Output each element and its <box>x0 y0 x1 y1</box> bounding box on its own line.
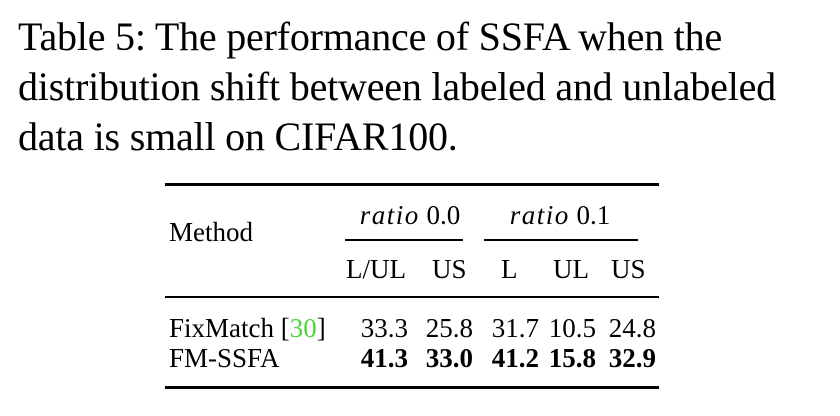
cell-value: 24.8 <box>608 313 656 343</box>
row-method-fixmatch: FixMatch [30] <box>169 313 326 343</box>
subheader-l: L <box>501 254 518 284</box>
cell-value-bold: 41.3 <box>360 343 408 373</box>
cell-value: 25.8 <box>425 313 473 343</box>
group-underline-0 <box>345 239 463 241</box>
table-bottom-rule <box>165 386 659 389</box>
cell-value: 31.7 <box>491 313 539 343</box>
cell-value-bold: 32.9 <box>608 343 656 373</box>
row-method-fm-ssfa: FM-SSFA <box>169 343 280 373</box>
group-header-ratio-0: ratio 0.0 <box>359 200 461 230</box>
table-mid-rule <box>165 296 659 298</box>
group-underline-1 <box>484 239 638 241</box>
table-top-rule <box>165 183 659 186</box>
table-caption: Table 5: The performance of SSFA when th… <box>18 14 776 159</box>
subheader-us: US <box>432 254 467 284</box>
subheader-ul: UL <box>553 254 589 284</box>
method-header: Method <box>169 217 253 247</box>
cell-value-bold: 41.2 <box>491 343 539 373</box>
subheader-us-2: US <box>611 254 646 284</box>
cell-value-bold: 15.8 <box>548 343 596 373</box>
cell-value: 10.5 <box>548 313 596 343</box>
subheader-l-ul: L/UL <box>346 254 406 284</box>
cell-value: 33.3 <box>360 313 408 343</box>
group-header-ratio-1: ratio 0.1 <box>509 200 611 230</box>
cell-value-bold: 33.0 <box>425 343 473 373</box>
citation-link[interactable]: 30 <box>289 313 317 343</box>
